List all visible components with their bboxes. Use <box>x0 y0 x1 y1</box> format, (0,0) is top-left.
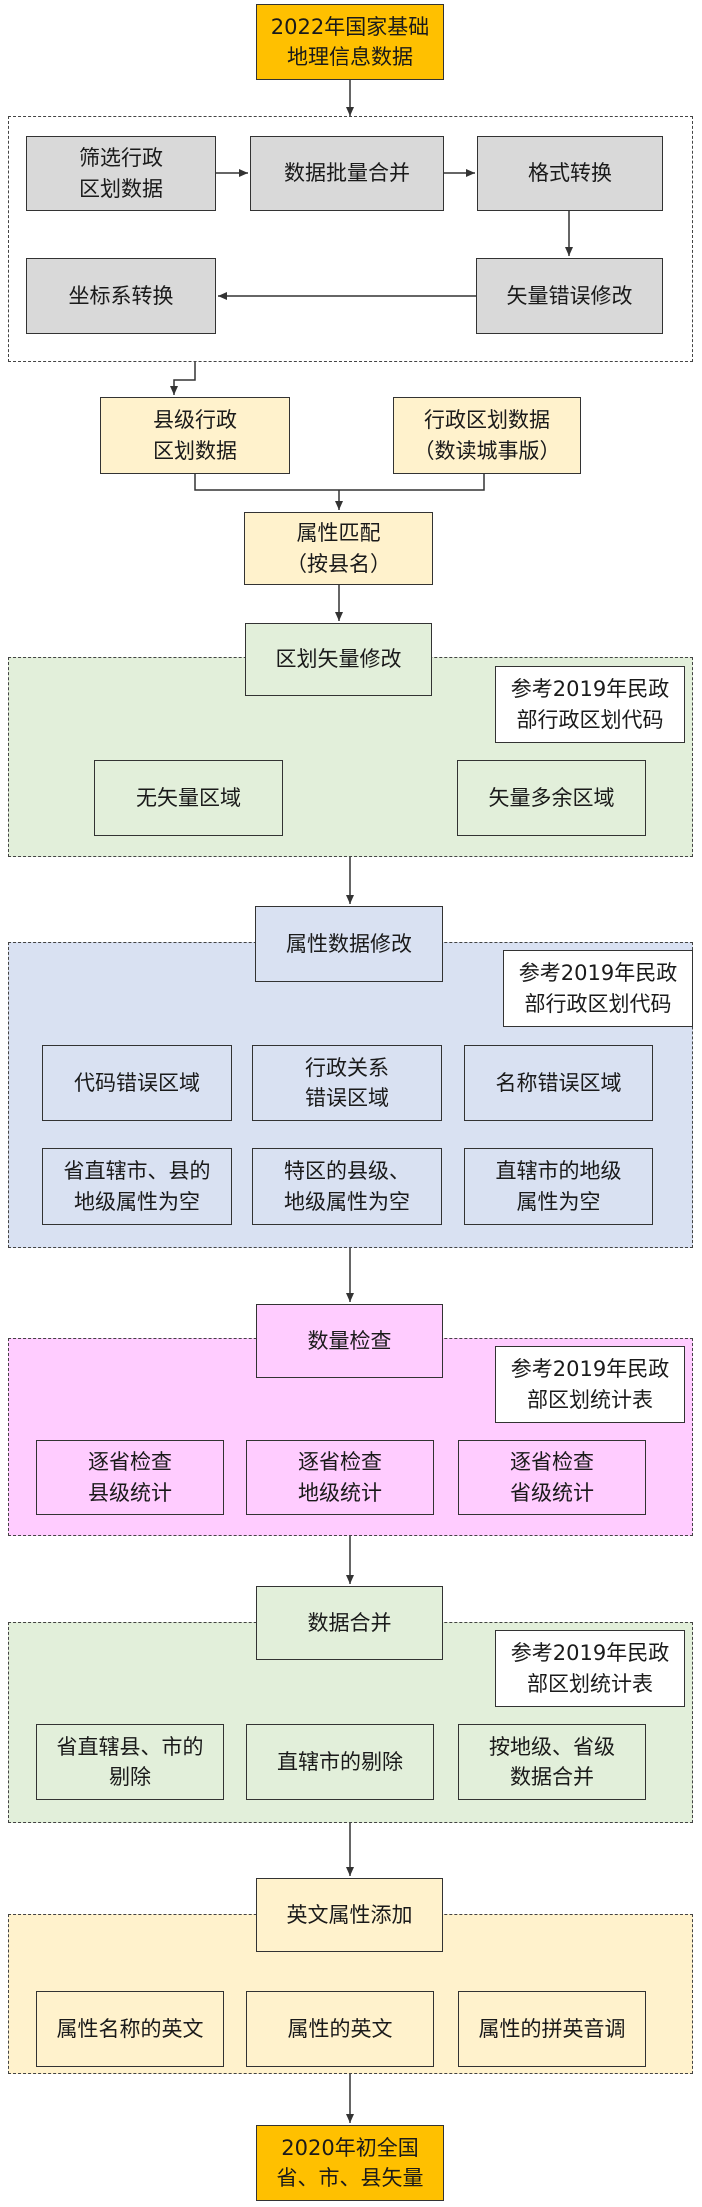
attr-section-title: 属性数据修改 <box>255 906 443 982</box>
attr-item-special-zone: 特区的县级、 地级属性为空 <box>252 1148 442 1225</box>
merge-section-title: 数据合并 <box>256 1586 443 1660</box>
count-item-prefecture: 逐省检查 地级统计 <box>246 1440 434 1515</box>
attr-item-relation-error: 行政关系 错误区域 <box>252 1045 442 1121</box>
format-convert-box: 格式转换 <box>477 136 663 211</box>
count-item-province: 逐省检查 省级统计 <box>458 1440 646 1515</box>
merge-item-level-merge: 按地级、省级 数据合并 <box>458 1724 646 1800</box>
coord-convert-box: 坐标系转换 <box>26 258 216 334</box>
attr-item-municipality: 直辖市的地级 属性为空 <box>464 1148 653 1225</box>
attr-match-box: 属性匹配 （按县名） <box>244 512 433 585</box>
vector-error-fix-box: 矢量错误修改 <box>476 258 663 334</box>
arrow-preprocess-to-county <box>170 362 196 395</box>
attr-item-code-error: 代码错误区域 <box>42 1045 232 1121</box>
attr-reference-note: 参考2019年民政 部行政区划代码 <box>503 950 693 1027</box>
line-admin-down <box>339 474 485 491</box>
merge-item-province-direct: 省直辖县、市的 剔除 <box>36 1724 224 1800</box>
english-item-attr-value: 属性的英文 <box>246 1991 434 2067</box>
filter-admin-box: 筛选行政 区划数据 <box>26 136 216 211</box>
line-county-down <box>194 474 339 491</box>
attr-item-name-error: 名称错误区域 <box>464 1045 653 1121</box>
admin-data-box: 行政区划数据 （数读城事版） <box>393 397 581 474</box>
county-data-box: 县级行政 区划数据 <box>100 397 290 474</box>
vector-section-title: 区划矢量修改 <box>245 623 432 696</box>
preprocess-group <box>8 116 693 362</box>
attr-item-province-direct: 省直辖市、县的 地级属性为空 <box>42 1148 232 1225</box>
english-section-title: 英文属性添加 <box>256 1878 443 1952</box>
merge-reference-note: 参考2019年民政 部区划统计表 <box>495 1630 685 1707</box>
english-item-attr-name: 属性名称的英文 <box>36 1991 224 2067</box>
vector-item-missing: 无矢量区域 <box>94 760 283 836</box>
merge-item-municipality: 直辖市的剔除 <box>246 1724 434 1800</box>
count-item-county: 逐省检查 县级统计 <box>36 1440 224 1515</box>
batch-merge-box: 数据批量合并 <box>250 136 444 211</box>
vector-reference-note: 参考2019年民政 部行政区划代码 <box>495 666 685 743</box>
source-data-box: 2022年国家基础 地理信息数据 <box>256 4 444 80</box>
vector-item-redundant: 矢量多余区域 <box>457 760 646 836</box>
output-vector-box: 2020年初全国 省、市、县矢量 <box>256 2125 444 2201</box>
count-reference-note: 参考2019年民政 部区划统计表 <box>495 1346 685 1423</box>
english-item-pinyin-tone: 属性的拼英音调 <box>458 1991 646 2067</box>
count-section-title: 数量检查 <box>256 1304 443 1378</box>
